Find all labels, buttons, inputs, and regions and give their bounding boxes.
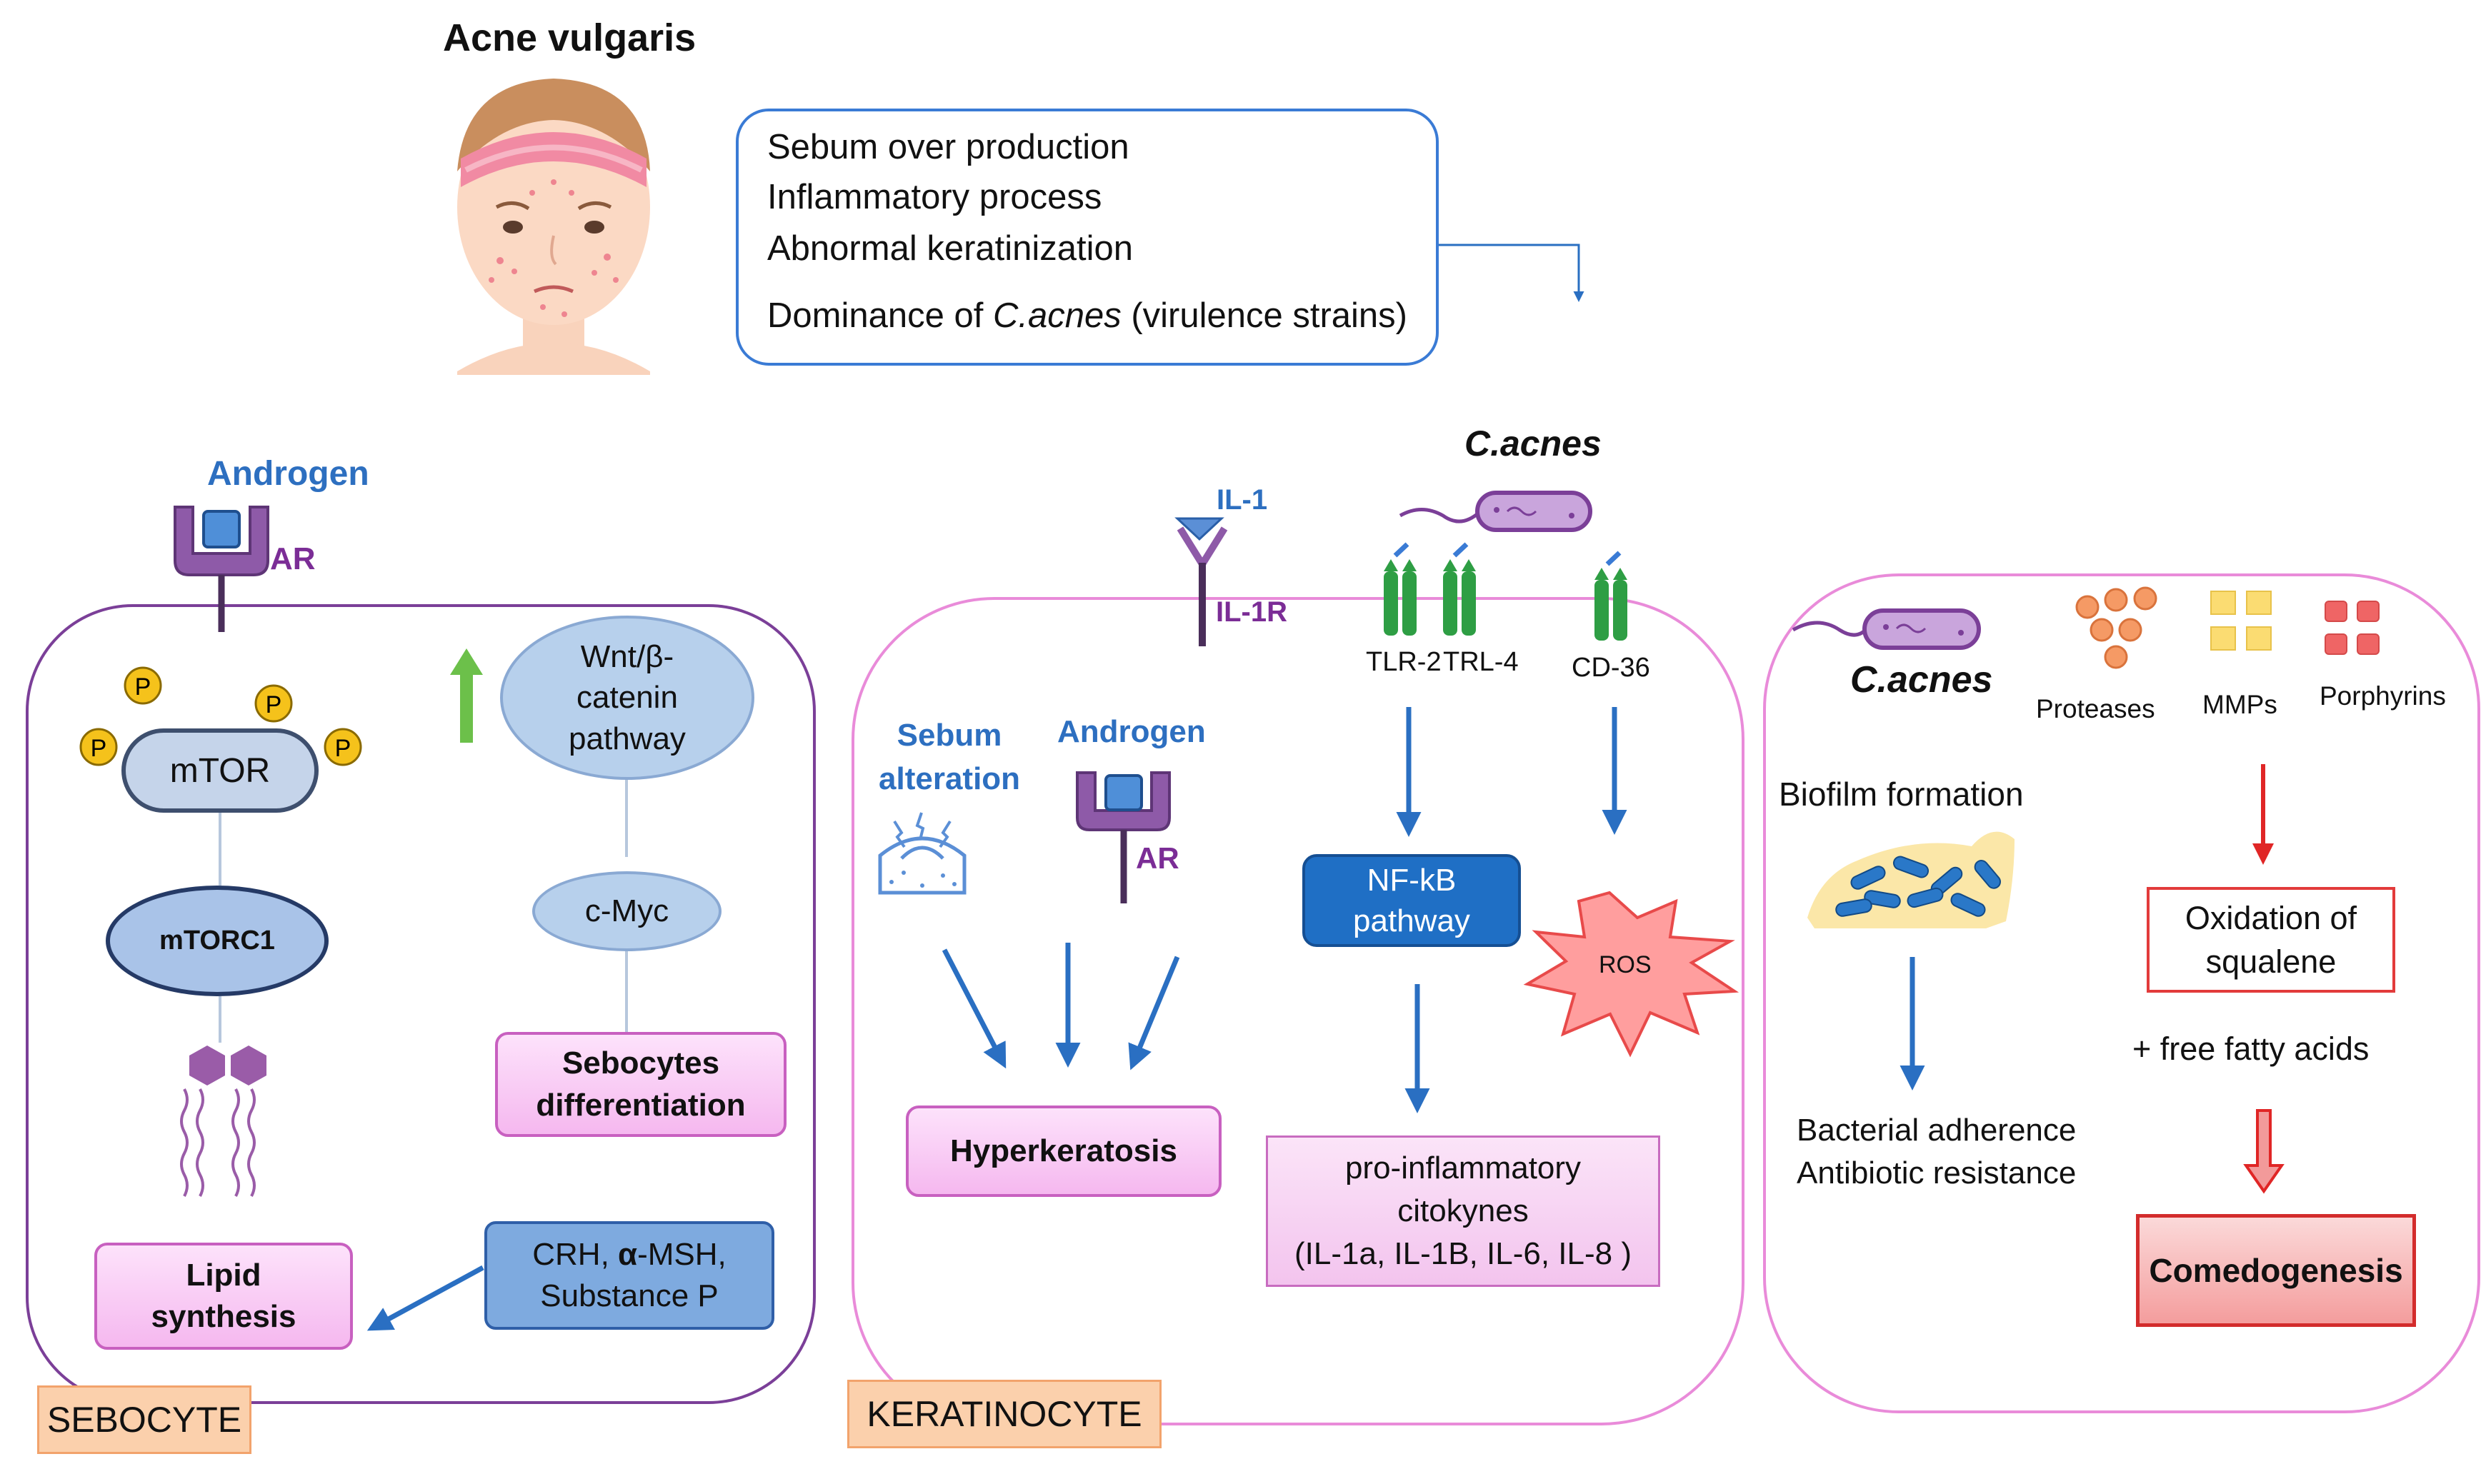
keratinocyte-tag: KERATINOCYTE — [847, 1380, 1162, 1448]
il1-receptor-icon — [1174, 517, 1228, 646]
tlr2-receptor-icon — [1384, 542, 1417, 636]
sebum-to-hyperkeratosis-arrow — [942, 948, 1007, 1069]
phosphate-icon: P — [79, 728, 118, 766]
cmyc-node: c-Myc — [532, 871, 722, 951]
summary-arrow — [1439, 244, 1584, 302]
biofilm-formation-label: Biofilm formation — [1779, 776, 2024, 813]
porphyrins-icon — [2325, 601, 2380, 655]
summary-line-sebum: Sebum over production — [767, 128, 1129, 166]
hyperkeratosis-box: Hyperkeratosis — [906, 1106, 1222, 1197]
androgen-receptor-keratinocyte-icon — [1076, 771, 1171, 903]
phosphate-group-icons: P P P P — [79, 666, 362, 766]
trl4-receptor-icon — [1443, 542, 1476, 636]
sebocytes-differentiation-box: Sebocytes differentiation — [495, 1032, 787, 1137]
summary-line-keratinization: Abnormal keratinization — [767, 229, 1134, 268]
androgen-receptor-icon — [174, 506, 269, 632]
sebum-alteration-label: Sebum alteration — [879, 718, 1021, 796]
substance-p-label: Substance P — [540, 1278, 719, 1313]
svg-text:P: P — [135, 673, 151, 701]
comedogenesis-box: Comedogenesis — [2136, 1214, 2416, 1327]
toll-like-receptor-icons — [1384, 542, 1627, 641]
neuropeptides-box: CRH, α-MSH, Substance P — [484, 1221, 774, 1330]
summary-line-inflammatory: Inflammatory process — [767, 178, 1102, 216]
mmps-icon — [2210, 591, 2272, 651]
wnt-pathway-node: Wnt/β- catenin pathway — [500, 616, 754, 780]
free-fatty-acids-label: + free fatty acids — [2132, 1031, 2370, 1067]
il1r-label: IL-1R — [1216, 596, 1287, 628]
lipid-synthesis-box: Lipid synthesis — [94, 1243, 353, 1350]
summary-box: Sebum over production Inflammatory proce… — [736, 109, 1439, 366]
squalene-oxidation-box: Oxidation of squalene — [2147, 887, 2395, 993]
ar-label: AR — [270, 541, 316, 576]
biofilm-icon — [1807, 831, 2015, 928]
page-title: Acne vulgaris — [443, 16, 697, 59]
proteases-label: Proteases — [2036, 694, 2155, 723]
svg-text:P: P — [266, 691, 282, 718]
bacterial-adherence-label: Bacterial adherence — [1797, 1113, 2077, 1148]
upregulation-arrow-icon — [450, 648, 483, 743]
androgen-label: Androgen — [1057, 714, 1206, 749]
tlr2-label: TLR-2 — [1366, 647, 1442, 677]
sebocyte-tag: SEBOCYTE — [37, 1385, 251, 1454]
il1-label: IL-1 — [1217, 484, 1268, 516]
ar-label: AR — [1136, 841, 1179, 875]
lipid-molecule-icon — [180, 1046, 266, 1197]
phosphate-icon: P — [124, 666, 162, 705]
acne-face-icon — [457, 79, 650, 375]
svg-text:P: P — [335, 735, 351, 762]
ffa-to-comedogenesis-arrow — [2243, 1109, 2285, 1194]
antibiotic-resistance-label: Antibiotic resistance — [1797, 1155, 2077, 1190]
porphyrins-label: Porphyrins — [2320, 681, 2446, 711]
summary-line-dominance: Dominance of C.acnes (virulence strains) — [767, 296, 1407, 335]
phosphate-icon: P — [254, 684, 293, 723]
proteases-icon — [2075, 586, 2157, 669]
cacnes-bacterium-icon — [1792, 608, 1981, 650]
mmps-label: MMPs — [2202, 690, 2277, 719]
mtor-node: mTOR — [121, 728, 319, 813]
phosphate-icon: P — [324, 728, 362, 766]
mtorc1-node: mTORC1 — [106, 886, 329, 996]
svg-text:P: P — [91, 735, 107, 762]
crh-msh-label: CRH, α-MSH, — [532, 1236, 727, 1272]
third-to-hyperkeratosis-arrow — [1128, 956, 1180, 1071]
cytokines-box: pro-inflammatory citokynes (IL-1a, IL-1B… — [1266, 1135, 1660, 1287]
nfkb-pathway-box: NF-kB pathway — [1302, 854, 1521, 947]
cd36-receptor-icon — [1594, 551, 1627, 641]
androgen-label: Androgen — [207, 455, 369, 493]
ros-label: ROS — [1599, 951, 1652, 978]
trl4-label: TRL-4 — [1443, 647, 1519, 677]
cacnes-label: C.acnes — [1464, 423, 1602, 463]
cacnes-label: C.acnes — [1850, 659, 1993, 701]
sebum-alteration-icon — [878, 812, 967, 895]
cacnes-bacterium-icon — [1399, 491, 1592, 532]
ros-burst-icon — [1523, 891, 1739, 1058]
crh-to-lipid-arrow — [366, 1265, 484, 1331]
cd36-label: CD-36 — [1572, 653, 1650, 683]
